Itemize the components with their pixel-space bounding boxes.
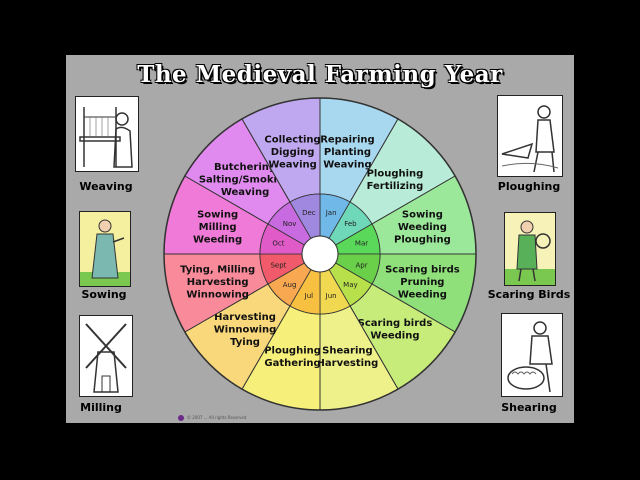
activity-line: Salting/Smoking	[199, 175, 291, 186]
scaring-birds-illustration	[504, 212, 556, 286]
ploughing-caption: Ploughing	[497, 180, 561, 193]
poster-title: The Medieval Farming Year	[137, 61, 503, 88]
month-label-nov: Nov	[283, 220, 297, 228]
ploughing-illustration	[497, 95, 563, 177]
activity-line: Winnowing	[186, 289, 249, 300]
month-label-jul: Jul	[304, 292, 314, 300]
activity-line: Gathering	[264, 358, 320, 369]
activity-line: Sowing	[197, 210, 238, 221]
wheel-outline	[163, 97, 477, 411]
shearing-illustration	[501, 313, 563, 397]
activity-line: Harvesting	[187, 277, 249, 288]
activity-line: Scaring birds	[358, 318, 433, 329]
footer-copyright: © 2007 ... All rights Reserved	[178, 414, 478, 422]
activity-line: Harvesting	[214, 312, 276, 323]
month-label-dec: Dec	[302, 209, 316, 217]
month-label-oct: Oct	[272, 239, 284, 247]
activity-line: Shearing	[322, 346, 373, 357]
month-label-feb: Feb	[344, 220, 357, 228]
sowing-caption: Sowing	[81, 288, 127, 301]
month-label-sept: Sept	[270, 262, 286, 270]
activity-line: Milling	[199, 222, 237, 233]
milling-caption: Milling	[80, 401, 122, 414]
activity-line: Ploughing	[264, 346, 321, 357]
scaring-birds-caption: Scaring Birds	[487, 288, 571, 301]
activity-line: Repairing	[320, 135, 374, 146]
activity-line: Harvesting	[317, 358, 379, 369]
activity-line: Weaving	[323, 160, 371, 171]
activity-line: Weaving	[221, 187, 269, 198]
footer-text: © 2007 ... All rights Reserved	[187, 415, 247, 420]
month-label-jun: Jun	[325, 292, 337, 300]
activity-line: Ploughing	[367, 168, 424, 179]
activity-line: Pruning	[400, 277, 444, 288]
publisher-logo-icon	[178, 415, 184, 421]
month-label-aug: Aug	[283, 281, 297, 289]
activity-line: Weeding	[193, 235, 242, 246]
activity-line: Butchering	[214, 162, 276, 173]
sowing-illustration	[79, 211, 131, 287]
wheel-center	[301, 235, 339, 273]
activity-line: Tying, Milling	[180, 264, 255, 275]
activity-line: Planting	[324, 147, 371, 158]
activity-line: Weaving	[268, 160, 316, 171]
activity-line: Scaring birds	[385, 264, 460, 275]
activity-line: Fertilizing	[367, 181, 424, 192]
activity-line: Winnowing	[214, 324, 277, 335]
month-label-mar: Mar	[355, 239, 368, 247]
activity-line: Digging	[271, 147, 315, 158]
windmill-illustration	[79, 315, 133, 397]
month-label-jan: Jan	[325, 209, 337, 217]
activity-line: Tying	[230, 337, 260, 348]
weaving-caption: Weaving	[79, 180, 133, 193]
activity-line: Weeding	[398, 289, 447, 300]
weaving-illustration	[75, 96, 139, 172]
shearing-caption: Shearing	[501, 401, 557, 414]
activity-line: Sowing	[402, 210, 443, 221]
month-label-apr: Apr	[355, 262, 367, 270]
activity-line: Collecting	[264, 135, 320, 146]
activity-line: Weeding	[370, 331, 419, 342]
activity-line: Ploughing	[394, 235, 451, 246]
month-label-may: May	[343, 281, 357, 289]
activity-line: Weeding	[398, 222, 447, 233]
